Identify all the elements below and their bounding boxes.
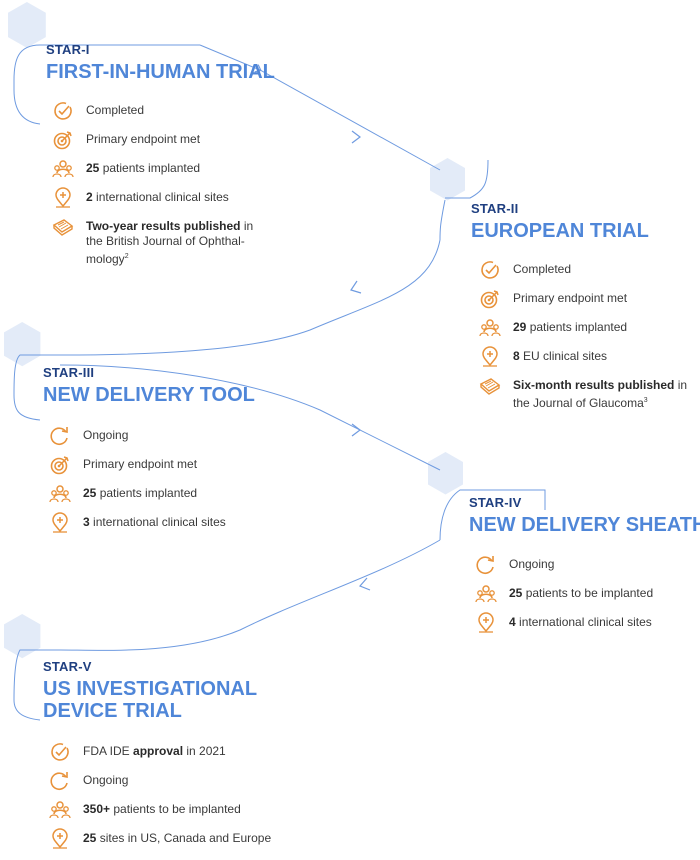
list-item: Completed bbox=[479, 259, 694, 291]
ongoing-icon bbox=[49, 425, 71, 447]
star-ii-outline bbox=[439, 159, 489, 241]
list-item: Six-month results published in the Journ… bbox=[479, 378, 689, 412]
trial-items: Completed Primary endpoint met 25 patien… bbox=[52, 100, 312, 266]
target-icon bbox=[479, 288, 501, 310]
location-pin-icon bbox=[52, 187, 74, 209]
check-icon bbox=[479, 259, 501, 281]
trial-star-v: STAR-V US INVESTIGATIONAL DEVICE TRIAL bbox=[43, 659, 257, 722]
trial-code: STAR-III bbox=[43, 365, 95, 380]
target-icon bbox=[49, 454, 71, 476]
star-iv-outline bbox=[439, 489, 546, 541]
trial-items: FDA IDE approval in 2021 Ongoing 350+ pa… bbox=[49, 741, 329, 860]
trial-title-line-2: DEVICE TRIAL bbox=[43, 700, 182, 722]
trial-star-i: STAR-I FIRST-IN-HUMAN TRIAL bbox=[46, 42, 275, 83]
trial-title: EUROPEAN TRIAL bbox=[471, 220, 649, 242]
list-item: 2 international clinical sites bbox=[52, 187, 312, 219]
trial-title: FIRST-IN-HUMAN TRIAL bbox=[46, 61, 275, 83]
patients-icon bbox=[475, 583, 497, 605]
location-pin-icon bbox=[475, 612, 497, 634]
patients-icon bbox=[49, 483, 71, 505]
list-item: 29 patients implanted bbox=[479, 317, 694, 349]
ongoing-icon bbox=[49, 770, 71, 792]
hexagon-decoration bbox=[4, 2, 465, 659]
trial-star-iii: STAR-III NEW DELIVERY TOOL bbox=[43, 365, 255, 406]
list-item: Ongoing bbox=[475, 554, 695, 586]
star-v-outline bbox=[13, 649, 60, 721]
list-item: Primary endpoint met bbox=[52, 129, 312, 161]
publication-icon bbox=[479, 375, 501, 397]
list-item: 3 international clinical sites bbox=[49, 512, 309, 544]
connector-ii-iii bbox=[59, 239, 441, 356]
star-iii-outline bbox=[13, 354, 60, 421]
list-item: 4 international clinical sites bbox=[475, 612, 695, 644]
list-item: Primary endpoint met bbox=[479, 288, 694, 320]
list-item: 25 patients to be implanted bbox=[475, 583, 695, 615]
patients-icon bbox=[479, 317, 501, 339]
trial-code: STAR-I bbox=[46, 42, 90, 57]
list-item: 8 EU clinical sites bbox=[479, 346, 694, 378]
connector-i-ii bbox=[199, 44, 441, 171]
trial-star-ii: STAR-II EUROPEAN TRIAL bbox=[471, 201, 649, 242]
list-item: Two-year results published in the Britis… bbox=[52, 216, 262, 266]
check-icon bbox=[49, 741, 71, 763]
list-item: 25 patients implanted bbox=[52, 158, 312, 190]
trial-items: Ongoing 25 patients to be implanted 4 in… bbox=[475, 554, 695, 644]
location-pin-icon bbox=[49, 828, 71, 850]
publication-icon bbox=[52, 216, 74, 238]
list-item: FDA IDE approval in 2021 bbox=[49, 741, 329, 773]
trial-code: STAR-V bbox=[43, 659, 92, 674]
trial-title-line-1: US INVESTIGATIONAL bbox=[43, 678, 258, 700]
list-item: 25 patients implanted bbox=[49, 483, 309, 515]
check-icon bbox=[52, 100, 74, 122]
ongoing-icon bbox=[475, 554, 497, 576]
list-item: Primary endpoint met bbox=[49, 454, 309, 486]
patients-icon bbox=[52, 158, 74, 180]
trial-items: Ongoing Primary endpoint met 25 patients… bbox=[49, 425, 309, 544]
connector-arrows bbox=[350, 130, 371, 591]
trial-title: NEW DELIVERY SHEATH bbox=[469, 514, 700, 536]
list-item: 350+ patients to be implanted bbox=[49, 799, 329, 831]
trial-items: Completed Primary endpoint met 29 patien… bbox=[479, 259, 694, 412]
patients-icon bbox=[49, 799, 71, 821]
location-pin-icon bbox=[479, 346, 501, 368]
connector-iii-iv bbox=[59, 364, 441, 471]
list-item: Ongoing bbox=[49, 770, 329, 802]
list-item: Ongoing bbox=[49, 425, 309, 457]
trial-code: STAR-II bbox=[471, 201, 519, 216]
trial-star-iv: STAR-IV NEW DELIVERY SHEATH bbox=[469, 495, 700, 536]
connector-iv-v bbox=[59, 539, 441, 651]
target-icon bbox=[52, 129, 74, 151]
trial-code: STAR-IV bbox=[469, 495, 522, 510]
star-i-outline bbox=[13, 44, 200, 125]
trial-title: NEW DELIVERY TOOL bbox=[43, 384, 255, 406]
list-item: 25 sites in US, Canada and Europe bbox=[49, 828, 329, 860]
location-pin-icon bbox=[49, 512, 71, 534]
list-item: Completed bbox=[52, 100, 312, 132]
